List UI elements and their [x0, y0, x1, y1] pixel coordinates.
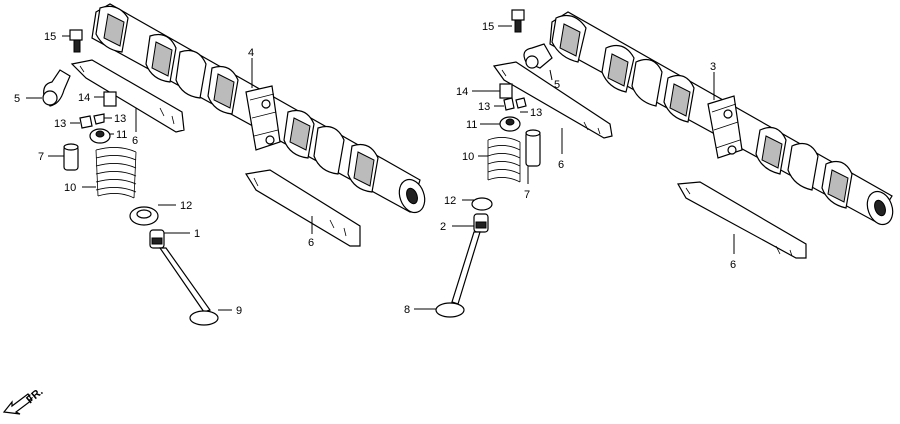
collet-14-left[interactable]	[103, 91, 117, 107]
callout-2: 2	[440, 221, 446, 233]
retainer-11-left[interactable]	[89, 128, 111, 144]
callout-9: 9	[236, 305, 242, 317]
callout-13-left-a: 13	[54, 118, 66, 130]
rocker-rail-left-upper[interactable]	[70, 59, 185, 133]
seal-1[interactable]	[149, 229, 165, 249]
rocker-rail-right-upper[interactable]	[492, 61, 613, 139]
callout-5-left: 5	[14, 93, 20, 105]
callout-labels: 15 5 14 13 13 11 6 7 10 12 1 9 4 6 15 5 …	[14, 21, 736, 317]
callout-13-right-a: 13	[478, 101, 490, 113]
callout-14-left: 14	[78, 92, 90, 104]
callout-10-left: 10	[64, 182, 76, 194]
callout-10-right: 10	[462, 151, 474, 163]
callout-7-right: 7	[524, 189, 530, 201]
callout-13-left-b: 13	[114, 113, 126, 125]
bolt-15-right[interactable]	[511, 9, 525, 33]
rocker-rail-center[interactable]	[245, 169, 361, 247]
callout-15-left: 15	[44, 31, 56, 43]
retainer-11-right[interactable]	[499, 116, 521, 132]
seal-2[interactable]	[473, 213, 489, 233]
callout-13-right-b: 13	[530, 107, 542, 119]
cotter-13-left[interactable]	[79, 113, 105, 129]
leader-lines	[26, 25, 735, 311]
callout-11-right: 11	[466, 119, 477, 131]
callout-3: 3	[710, 61, 716, 73]
callout-4: 4	[248, 47, 254, 59]
callout-6-right-upper: 6	[558, 159, 564, 171]
lifter-7-left[interactable]	[63, 143, 79, 171]
bolt-15-left[interactable]	[69, 29, 83, 53]
camshaft-left[interactable]	[91, 3, 429, 216]
callout-6-left-upper: 6	[132, 135, 138, 147]
callout-6-center: 6	[308, 237, 314, 249]
rocker-arm-5-left[interactable]	[42, 69, 71, 107]
valve-9[interactable]	[158, 247, 219, 326]
callout-11-left: 11	[116, 129, 127, 141]
callout-5-right: 5	[554, 79, 560, 91]
front-direction-indicator: FR.	[2, 386, 46, 415]
callout-12-left: 12	[180, 200, 192, 212]
callout-14-right: 14	[456, 86, 468, 98]
rocker-rail-right-lower[interactable]	[677, 181, 807, 259]
front-arrow-icon	[2, 393, 33, 415]
callout-7-left: 7	[38, 151, 44, 163]
lifter-7-right[interactable]	[525, 129, 541, 167]
callout-12-right: 12	[444, 195, 456, 207]
spring-10-left[interactable]	[95, 147, 137, 199]
seat-12-left[interactable]	[129, 206, 159, 226]
callout-1: 1	[194, 228, 200, 240]
callout-6-right-lower: 6	[730, 259, 736, 271]
callout-8: 8	[404, 304, 410, 316]
camshaft-right[interactable]	[549, 11, 897, 228]
cotter-13-right[interactable]	[503, 97, 527, 111]
collet-14-right[interactable]	[499, 83, 513, 99]
rocker-arm-5-right[interactable]	[523, 43, 553, 69]
valve-8[interactable]	[435, 231, 481, 318]
seat-12-right[interactable]	[471, 197, 493, 211]
callout-15-right: 15	[482, 21, 494, 33]
spring-10-right[interactable]	[487, 137, 521, 183]
